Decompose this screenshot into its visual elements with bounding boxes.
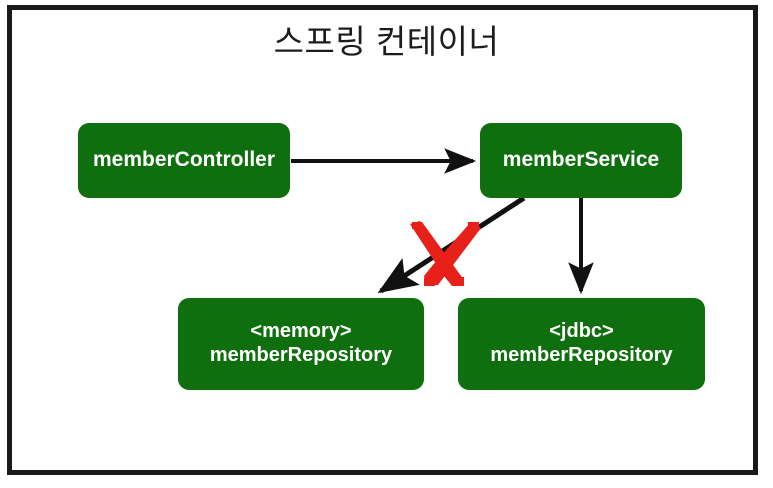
node-memory-member-repository[interactable]: <memory> memberRepository [178, 298, 424, 390]
node-jdbc-member-repository[interactable]: <jdbc> memberRepository [458, 298, 705, 390]
spring-container-title: 스프링 컨테이너 [273, 23, 500, 60]
node-member-controller[interactable]: memberController [78, 123, 290, 198]
spring-container-box [7, 5, 758, 475]
node-label-line-1: <jdbc> [549, 320, 614, 343]
node-label-line: memberService [502, 148, 660, 172]
node-label-line-1: <memory> [250, 320, 352, 343]
node-label-line-2: memberRepository [209, 344, 393, 366]
node-label-line: memberController [92, 148, 276, 172]
node-label-line-2: memberRepository [490, 344, 673, 366]
node-member-service[interactable]: memberService [480, 123, 682, 198]
